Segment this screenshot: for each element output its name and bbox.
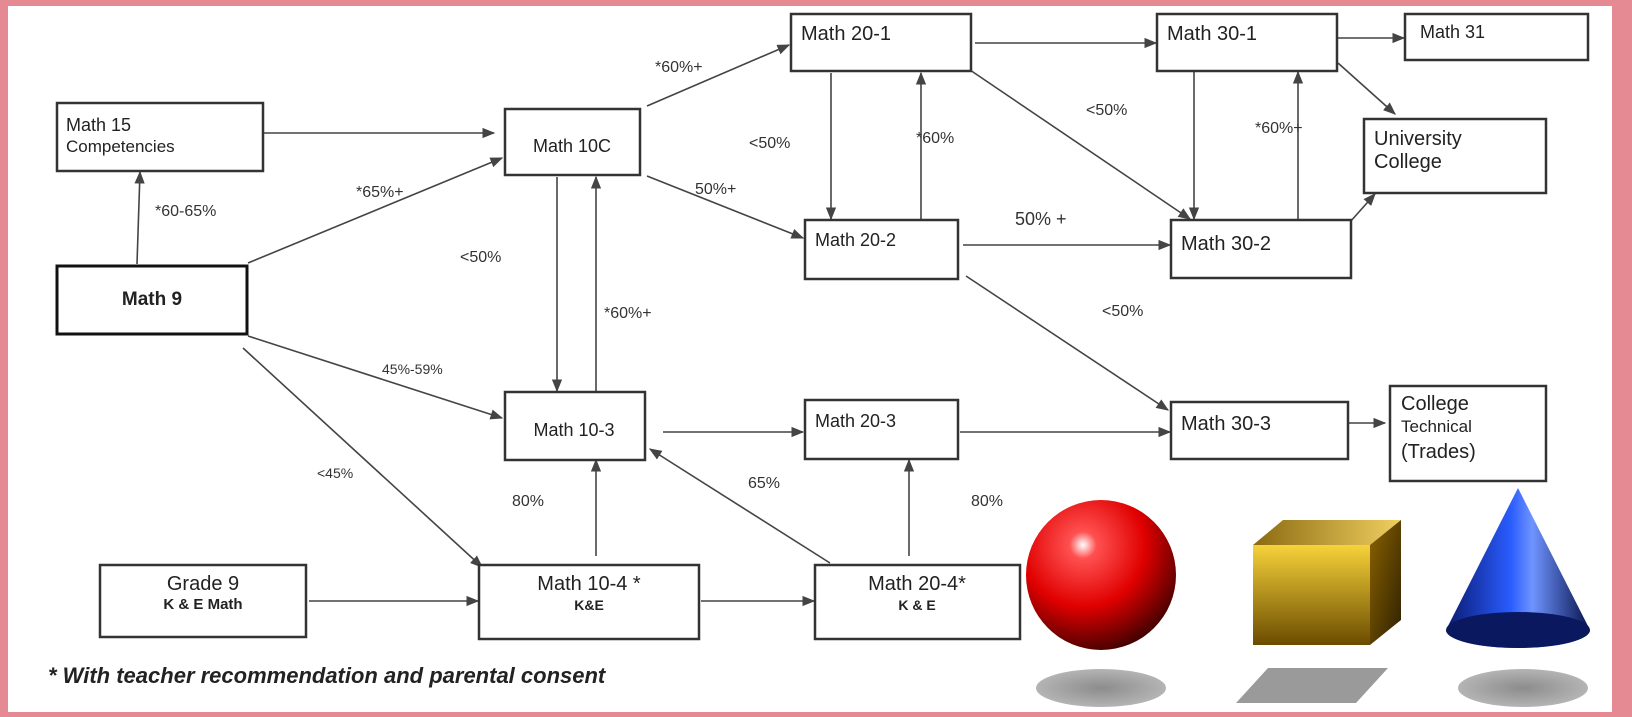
node-math10-3: Math 10-3 (503, 390, 647, 462)
svg-text:Math 31: Math 31 (1420, 22, 1485, 42)
edge-label-m20-1-m30-2: <50% (1086, 102, 1127, 119)
node-university-college: University College (1362, 117, 1548, 195)
svg-text:Math 30-2: Math 30-2 (1181, 233, 1271, 255)
node-math30-1: Math 30-1 (1155, 12, 1339, 73)
svg-text:Math 10-4 *: Math 10-4 * (537, 573, 641, 595)
node-math31: Math 31 (1403, 12, 1590, 62)
node-math10c: Math 10C (503, 107, 642, 177)
edge-label-m10-4-m10-3: 80% (512, 493, 544, 510)
cone-shadow (1458, 669, 1588, 707)
edge-math9-to-math15 (134, 170, 145, 265)
svg-text:Math 20-2: Math 20-2 (815, 230, 896, 250)
node-math20-1: Math 20-1 (789, 12, 973, 73)
edge-label-m20-1-m20-2: <50% (749, 135, 790, 152)
edge-math20-4-to-math10-3 (648, 448, 831, 564)
edge-label-m9-m10c: *65%+ (356, 184, 404, 201)
edge-label-m9-m15: *60-65% (155, 203, 216, 220)
edge-math9-to-math10-4 (242, 347, 483, 568)
svg-text:Grade 9: Grade 9 (167, 573, 239, 595)
edge-math30-1-to-university (1337, 62, 1396, 115)
svg-text:Technical: Technical (1401, 417, 1472, 436)
svg-text:K&E: K&E (574, 597, 604, 613)
node-math20-4: Math 20-4* K & E (813, 563, 1022, 641)
svg-text:Math 30-3: Math 30-3 (1181, 413, 1271, 435)
edge-label-m20-4-m10-3: 65% (748, 475, 780, 492)
node-college-technical: College Technical (Trades) (1388, 384, 1548, 483)
node-math20-3: Math 20-3 (803, 398, 960, 461)
svg-text:Math 10-3: Math 10-3 (533, 420, 614, 440)
svg-text:Math 30-1: Math 30-1 (1167, 23, 1257, 45)
node-grade9: Grade 9 K & E Math (98, 563, 308, 639)
edge-label-m20-2-m30-3: <50% (1102, 303, 1143, 320)
svg-text:College: College (1374, 151, 1442, 173)
edge-label-m20-4-m20-3: 80% (971, 493, 1003, 510)
svg-text:Math 20-1: Math 20-1 (801, 23, 891, 45)
edge-label-m20-2-m20-1: *60% (916, 130, 954, 147)
sphere-shadow (1036, 669, 1166, 707)
svg-text:(Trades): (Trades) (1401, 441, 1476, 463)
svg-text:K & E: K & E (898, 597, 935, 613)
edge-label-m20-2-m30-2: 50% + (1015, 209, 1067, 229)
edge-label-m10c-m20-2: 50%+ (695, 181, 736, 198)
edge-math30-2-to-university (1349, 193, 1376, 223)
node-math30-2: Math 30-2 (1169, 218, 1353, 280)
gold-cube-icon (1253, 520, 1401, 645)
svg-text:Competencies: Competencies (66, 137, 175, 156)
edge-labels: *60-65% *65%+ *60%+ 50%+ <50% *60%+ 45%-… (155, 59, 1303, 510)
edge-math10c-to-math20-2 (646, 175, 805, 239)
frame-top-border (0, 0, 1632, 6)
blue-cone-icon (1446, 488, 1590, 648)
svg-text:University: University (1374, 128, 1462, 150)
edges (134, 32, 1406, 607)
node-math15: Math 15 Competencies (55, 101, 265, 173)
edge-label-m30-2-m30-1: *60%+ (1255, 120, 1303, 137)
node-math9: Math 9 (55, 264, 249, 336)
edge-math9-to-math10-3 (247, 335, 504, 420)
edge-label-m9-m10-3: 45%-59% (382, 361, 443, 377)
shapes-overlay (1025, 486, 1612, 712)
edge-math20-1-to-math30-2 (969, 69, 1192, 220)
red-sphere-icon (1026, 500, 1176, 650)
edge-label-m10c-m10-3: <50% (460, 249, 501, 266)
svg-text:Math 15: Math 15 (66, 115, 131, 135)
frame-right-border (1612, 0, 1632, 717)
svg-text:College: College (1401, 393, 1469, 415)
edge-math10c-to-math20-1 (646, 44, 791, 107)
svg-text:Math 9: Math 9 (122, 289, 182, 310)
edge-label-m10c-m20-1: *60%+ (655, 59, 703, 76)
edge-math9-to-math10c (247, 157, 504, 264)
edge-label-m9-m10-4: <45% (317, 465, 353, 481)
svg-text:Math 10C: Math 10C (533, 136, 611, 156)
edge-math20-2-to-math30-3 (965, 275, 1170, 411)
node-math10-4: Math 10-4 * K&E (477, 563, 701, 641)
frame-left-border (0, 0, 8, 717)
svg-text:Math 20-4*: Math 20-4* (868, 573, 966, 595)
node-math20-2: Math 20-2 (803, 218, 960, 281)
frame-bottom-border (0, 712, 1632, 717)
cube-shadow (1236, 668, 1388, 703)
svg-text:K & E Math: K & E Math (163, 596, 242, 613)
edge-label-m10-3-m10c: *60%+ (604, 305, 652, 322)
node-math30-3: Math 30-3 (1169, 400, 1350, 461)
footnote: * With teacher recommendation and parent… (48, 663, 607, 688)
svg-text:Math 20-3: Math 20-3 (815, 411, 896, 431)
